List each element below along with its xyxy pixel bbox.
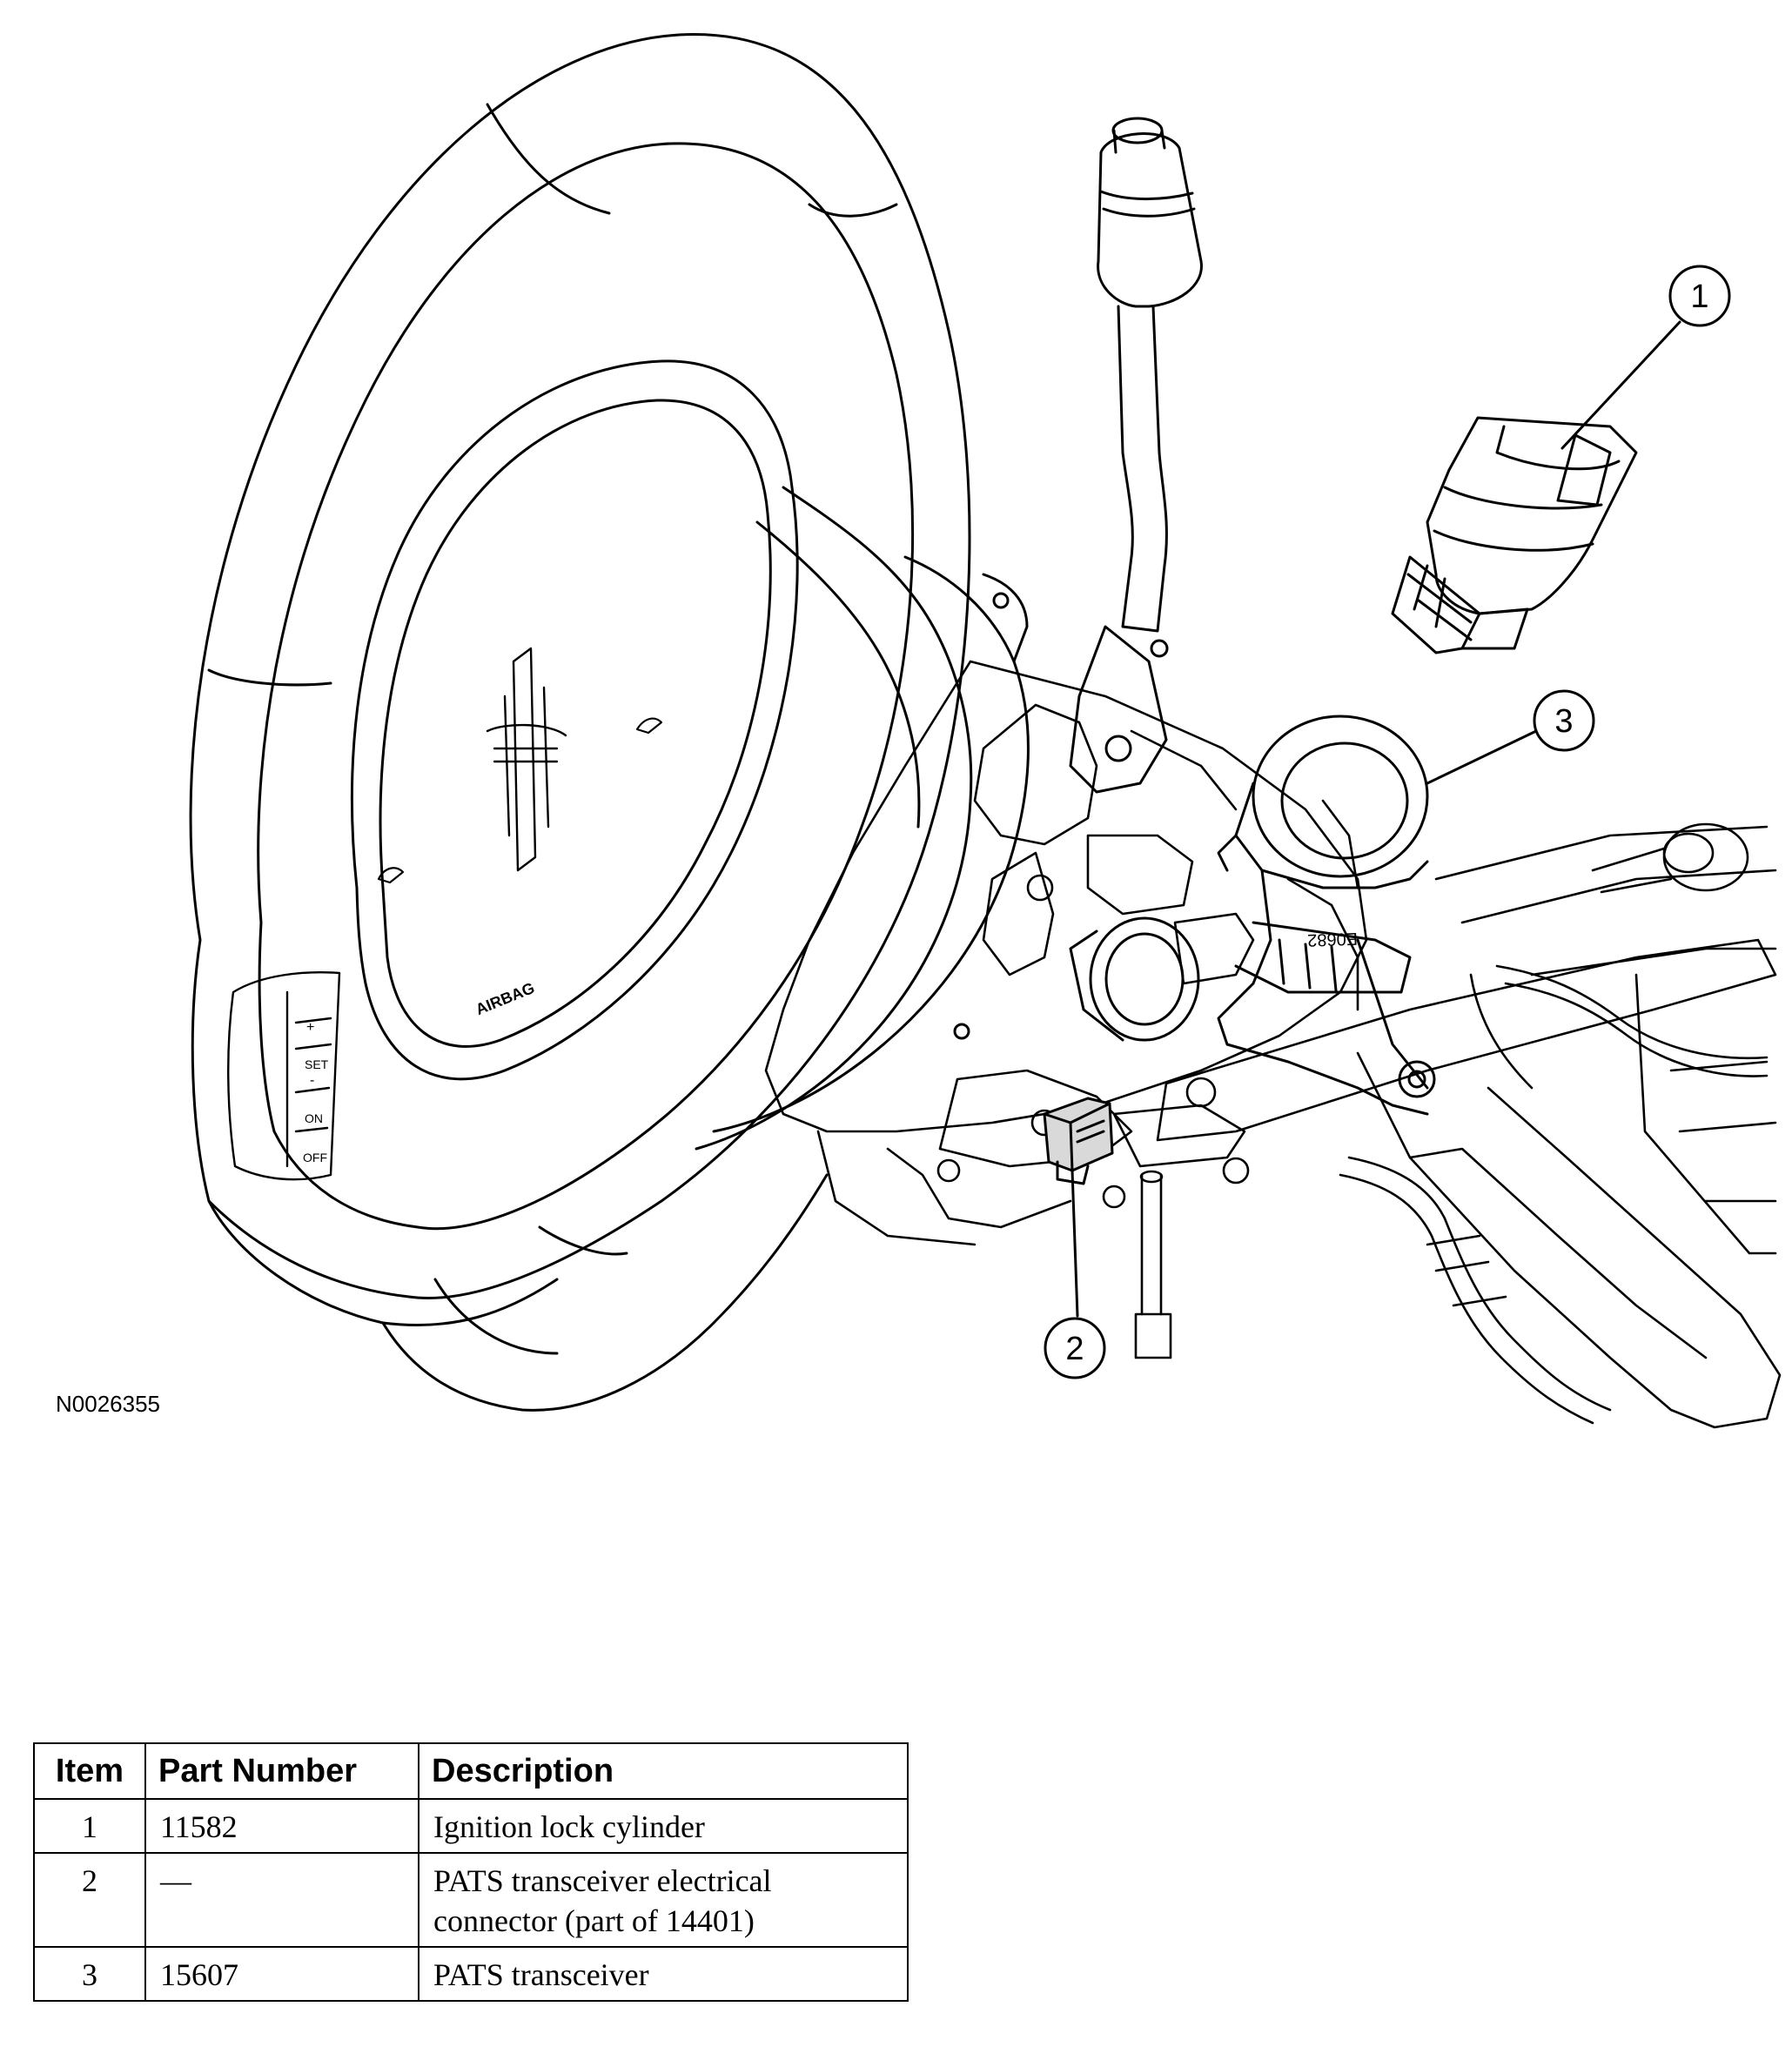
switch-on-label: ON (305, 1111, 323, 1125)
item-cell: 2 (33, 1852, 146, 1948)
steering-wheel: AIRBAG + SET - ON OFF (189, 32, 1030, 1412)
description-line: Ignition lock cylinder (433, 1809, 705, 1844)
lincoln-emblem-icon (486, 647, 567, 872)
callout-1: 1 (1560, 265, 1731, 450)
airbag-cover (350, 359, 799, 1081)
table-row: 3 15607 PATS transceiver (33, 1946, 909, 2002)
header-description: Description (418, 1742, 909, 1800)
description-cell: PATS transceiver electrical connector (pa… (418, 1852, 909, 1948)
switch-minus-label: - (310, 1073, 314, 1088)
table-row: 1 11582 Ignition lock cylinder (33, 1798, 909, 1854)
lock-housing-ring (1069, 916, 1200, 1042)
header-item: Item (33, 1742, 146, 1800)
svg-text:2: 2 (1065, 1331, 1084, 1367)
figure-id: N0026355 (56, 1391, 160, 1417)
ignition-lock-cylinder (1391, 416, 1638, 654)
switch-set-label: SET (305, 1057, 329, 1071)
pats-transceiver-electrical-connector (1043, 1097, 1114, 1185)
horn-icon (377, 717, 663, 884)
header-part-number: Part Number (144, 1742, 419, 1800)
speed-control-switch-pod: + SET - ON OFF (227, 970, 341, 1181)
parts-table-header-row: Item Part Number Description (33, 1742, 909, 1800)
item-cell: 3 (33, 1946, 146, 2002)
exploded-view-illustration: AIRBAG + SET - ON OFF (189, 32, 1782, 1429)
svg-text:1: 1 (1690, 279, 1708, 315)
part-number-cell: — (144, 1852, 419, 1948)
description-line: PATS transceiver (433, 1957, 649, 1992)
description-line: PATS transceiver electrical (433, 1863, 772, 1898)
transceiver-marking: E0682 (1307, 929, 1359, 950)
switch-off-label: OFF (303, 1151, 327, 1164)
parts-table: Item Part Number Description 1 11582 Ign… (33, 1742, 909, 2002)
item-cell: 1 (33, 1798, 146, 1854)
steering-column-assembly (764, 660, 1782, 1429)
part-number-cell: 15607 (144, 1946, 419, 2002)
description-cell: Ignition lock cylinder (418, 1798, 909, 1854)
callout-3: 3 (1426, 689, 1595, 785)
description-cell: PATS transceiver (418, 1946, 909, 2002)
pats-transceiver: E0682 (1217, 715, 1436, 1116)
table-row: 2 — PATS transceiver electrical connector… (33, 1852, 909, 1948)
svg-text:3: 3 (1554, 703, 1573, 740)
part-number-cell: 11582 (144, 1798, 419, 1854)
switch-plus-label: + (306, 1020, 314, 1035)
multifunction-stalk (1069, 117, 1203, 794)
airbag-label: AIRBAG (473, 979, 537, 1018)
description-line: connector (part of 14401) (433, 1903, 755, 1938)
callout-2: 2 (1044, 1169, 1106, 1379)
